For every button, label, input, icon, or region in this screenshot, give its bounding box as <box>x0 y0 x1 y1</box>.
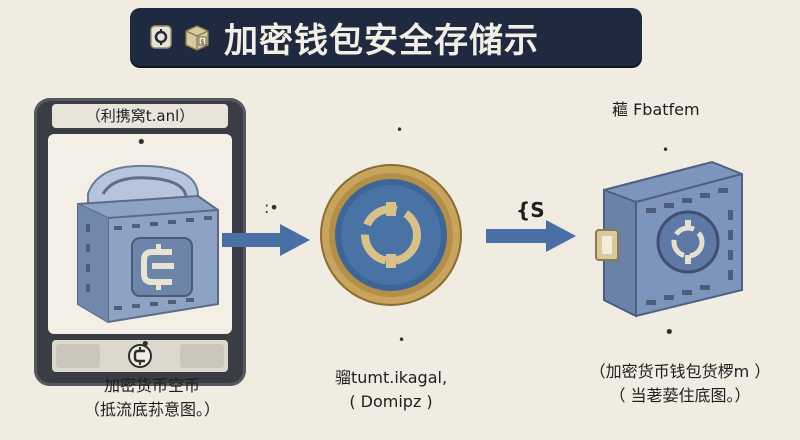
arrow-right-icon <box>486 220 576 252</box>
mobile-device-frame: （利携窝t.anl） <box>34 98 246 386</box>
connector-dot: • <box>140 334 151 355</box>
svg-text:$: $ <box>200 38 204 46</box>
device-bottom-bar <box>52 340 228 372</box>
wallet-lock-icon <box>150 25 172 49</box>
step3-caption-line2: （ 当荖蒆住底图。） <box>609 386 751 405</box>
device-right-button[interactable] <box>180 344 224 368</box>
connector-dots: :• <box>264 198 279 217</box>
connector-dot: • <box>398 333 406 347</box>
step1-caption: 加密货币空币 （抵流底荪意图。） <box>82 374 222 422</box>
arrow-right-icon <box>222 224 310 256</box>
connector-dot: • <box>136 132 147 153</box>
secure-vault-icon <box>595 160 743 318</box>
step2-caption-line1: 骝tumt.ikagal, <box>334 368 448 387</box>
connector-dot: • <box>662 143 670 157</box>
crypto-wallet-icon <box>77 164 219 324</box>
step3-caption: （加密货币钱包货椤m ） （ 当荖蒆住底图。） <box>580 360 780 408</box>
page-title: 加密钱包安全存储示 <box>224 20 539 61</box>
connector-dot: • <box>396 123 404 137</box>
crypto-token-coin <box>320 164 462 306</box>
device-left-button[interactable] <box>56 344 100 368</box>
crypto-coin-icon <box>128 344 152 368</box>
arrow-label: {S <box>516 198 545 222</box>
step2-caption: 骝tumt.ikagal, ( Domipz ) <box>316 366 466 414</box>
step2-caption-line2: ( Domipz ) <box>349 392 433 411</box>
safe-box-icon: $ <box>185 25 209 51</box>
step3-caption-line1: （加密货币钱包货椤m ） <box>589 362 771 381</box>
title-banner: $ 加密钱包安全存储示 <box>130 8 642 66</box>
step3-top-label: 藲 Fbatfem <box>612 100 700 119</box>
step1-caption-line2: （抵流底荪意图。） <box>83 400 220 419</box>
step1-caption-line1: 加密货币空币 <box>103 376 200 395</box>
device-screen <box>48 134 232 334</box>
device-top-label: （利携窝t.anl） <box>52 104 228 128</box>
connector-dot: • <box>664 322 675 343</box>
